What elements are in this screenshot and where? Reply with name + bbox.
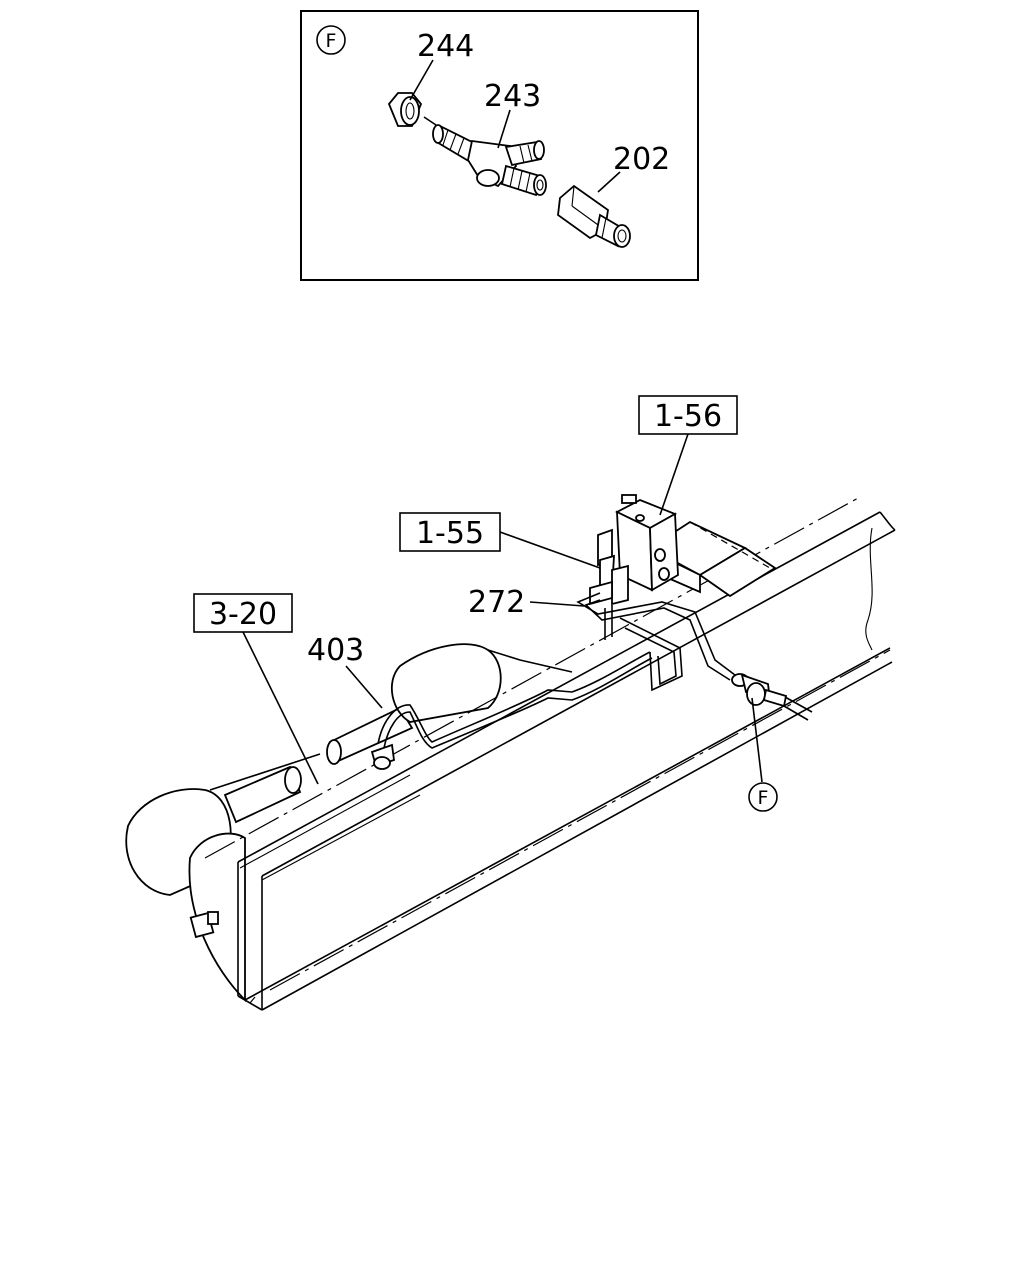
detail-marker-f: F xyxy=(748,697,778,812)
leader-1-55 xyxy=(499,531,601,569)
leader-3-20 xyxy=(242,631,319,785)
callout-243: 243 xyxy=(484,79,541,114)
leader-202 xyxy=(597,171,621,193)
air-tank-front xyxy=(125,753,321,1003)
air-tank-rear xyxy=(326,643,573,765)
leader-1-56 xyxy=(659,433,689,516)
drain-valve xyxy=(189,911,219,939)
callout-202: 202 xyxy=(613,142,670,177)
main-assembly: 1-56 1-55 3-20 272 403 F xyxy=(125,395,896,1011)
leader-244 xyxy=(409,59,434,101)
inset-view-marker-label: F xyxy=(326,30,337,52)
tee-fitting-part-243 xyxy=(432,124,547,197)
ref-label-1-56: 1-56 xyxy=(654,399,722,434)
leader-272 xyxy=(529,601,585,607)
callout-272: 272 xyxy=(468,585,525,620)
air-pipes xyxy=(377,592,736,749)
callout-403: 403 xyxy=(307,633,364,668)
ref-box-1-56: 1-56 xyxy=(638,395,738,435)
solenoid-valve xyxy=(589,494,679,606)
leader-403 xyxy=(345,665,383,709)
detail-inset-f: F xyxy=(300,10,699,281)
ref-box-3-20: 3-20 xyxy=(193,593,293,633)
nut-part-244 xyxy=(387,92,423,127)
pipe-clip xyxy=(370,743,395,770)
callout-244: 244 xyxy=(417,29,474,64)
adapter-part-202 xyxy=(557,184,631,248)
ref-label-3-20: 3-20 xyxy=(209,597,277,632)
inset-frame xyxy=(300,10,699,281)
inset-view-marker: F xyxy=(316,25,346,55)
ref-label-1-55: 1-55 xyxy=(416,516,484,551)
ref-box-1-55: 1-55 xyxy=(399,512,501,552)
leader-243 xyxy=(497,109,511,149)
frame-rail xyxy=(204,496,896,1011)
detail-marker-f-label: F xyxy=(758,787,769,809)
